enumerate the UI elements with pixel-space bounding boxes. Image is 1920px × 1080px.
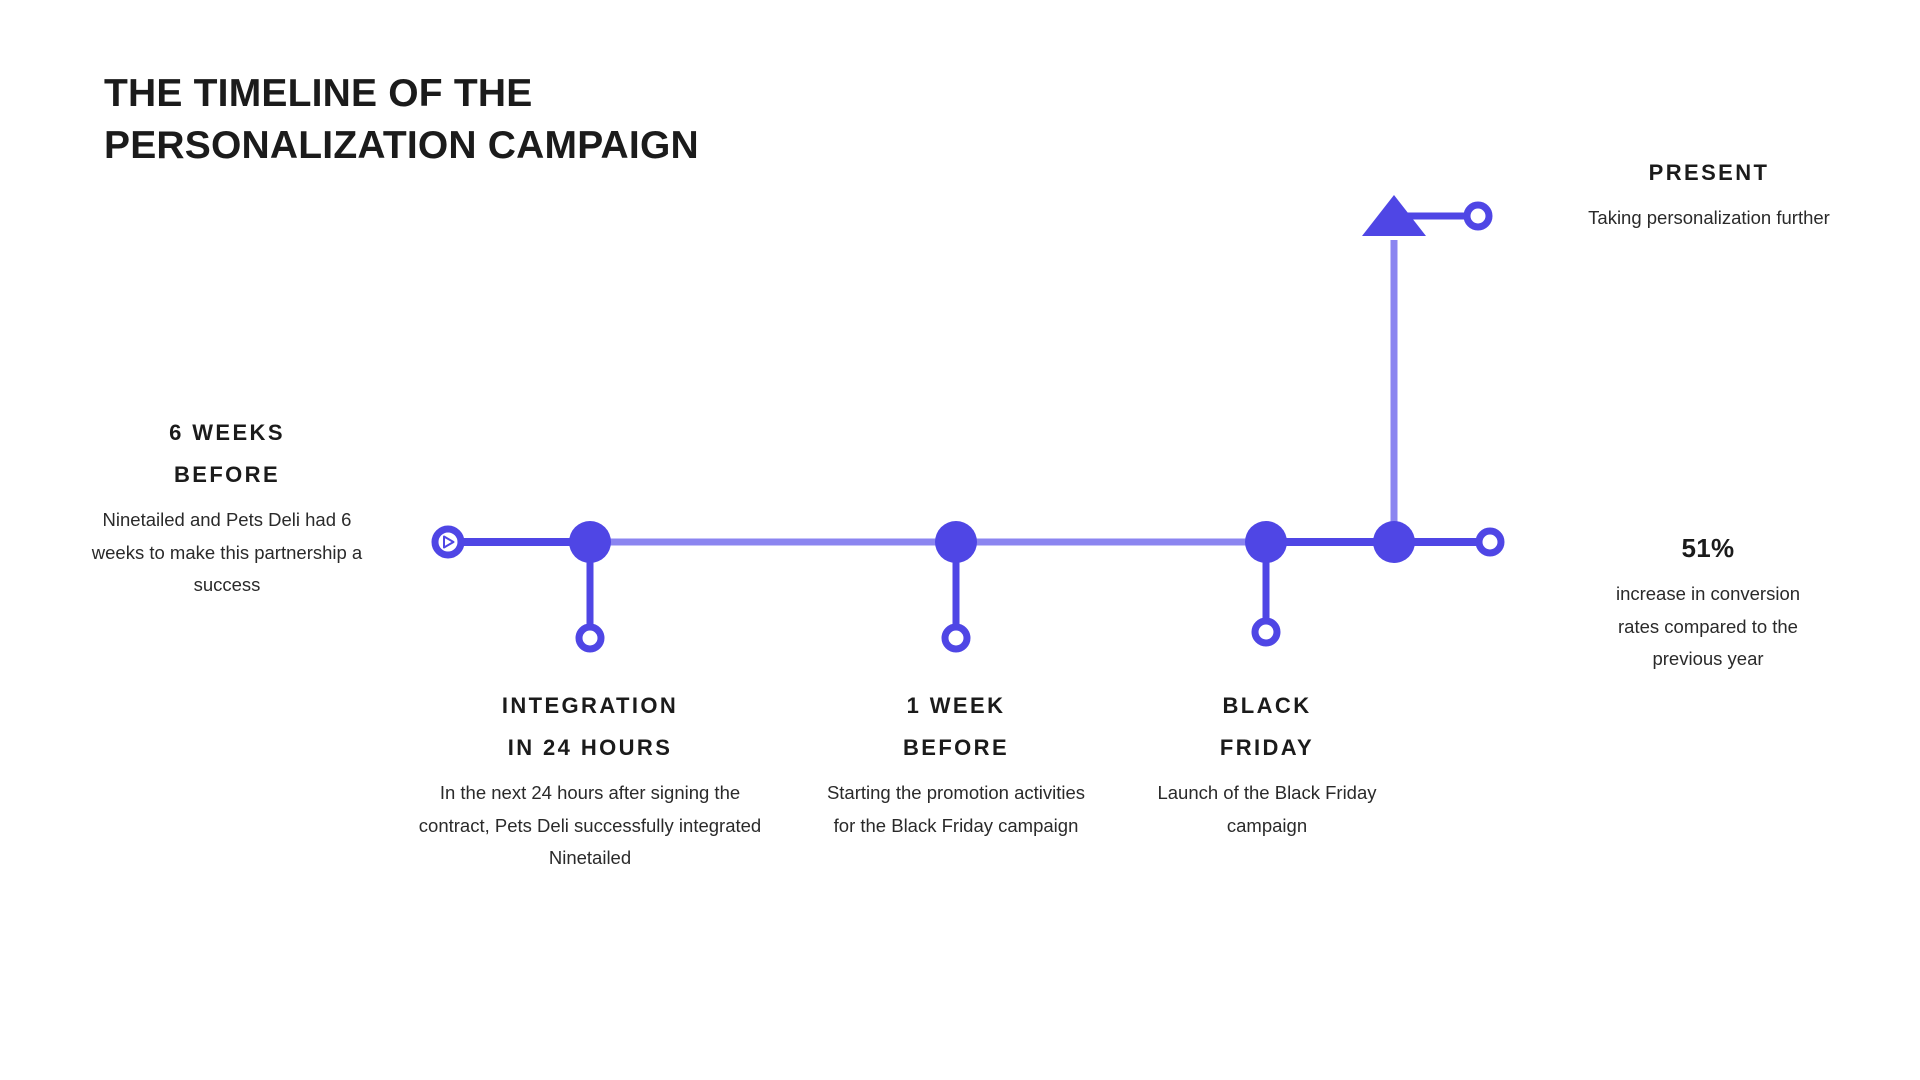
- milestone-heading: 1 WEEK BEFORE: [826, 685, 1086, 769]
- milestone-heading-line-2: FRIDAY: [1219, 734, 1315, 760]
- milestone-heading-line-2: BEFORE: [902, 734, 1010, 760]
- page-title-line-2: PERSONALIZATION CAMPAIGN: [104, 123, 699, 167]
- milestone-heading-line-1: BLACK: [1222, 693, 1312, 718]
- page-title: THE TIMELINE OF THE PERSONALIZATION CAMP…: [104, 68, 924, 172]
- milestone-body: Ninetailed and Pets Deli had 6 weeks to …: [91, 508, 363, 596]
- milestone-heading-line-2: IN 24 HOURS: [507, 734, 673, 760]
- milestone-six-weeks-before: 6 WEEKS BEFORE Ninetailed and Pets Deli …: [78, 412, 376, 602]
- milestone-heading-line-1: INTEGRATION: [501, 693, 679, 718]
- milestone-heading: BLACK FRIDAY: [1140, 685, 1394, 769]
- timeline-node-present[interactable]: [1362, 195, 1493, 563]
- page-title-line-1: THE TIMELINE OF THE: [104, 72, 533, 115]
- milestone-body: Launch of the Black Friday campaign: [1157, 781, 1377, 836]
- stat-block-conversion-increase: 51% increase in conversion rates compare…: [1598, 528, 1818, 676]
- milestone-heading-line-1: 6 WEEKS: [169, 420, 285, 445]
- milestone-present: PRESENT Taking personalization further: [1562, 152, 1856, 235]
- stat-body: increase in conversion rates compared to…: [1615, 582, 1801, 670]
- milestone-heading-line-1: 1 WEEK: [906, 693, 1006, 718]
- milestone-body: Taking personalization further: [1588, 206, 1830, 228]
- milestone-heading: PRESENT: [1562, 152, 1856, 194]
- milestone-body: Starting the promotion activities for th…: [826, 781, 1086, 836]
- timeline-node-black-friday[interactable]: [1245, 521, 1287, 647]
- milestone-black-friday: BLACK FRIDAY Launch of the Black Friday …: [1140, 685, 1394, 842]
- timeline-node-integration[interactable]: [569, 521, 611, 653]
- present-end-node: [1463, 201, 1493, 231]
- milestone-heading: 6 WEEKS BEFORE: [78, 412, 376, 496]
- timeline-end-node[interactable]: [1475, 527, 1505, 557]
- milestone-body: In the next 24 hours after signing the c…: [418, 781, 762, 869]
- timeline-node-one-week[interactable]: [935, 521, 977, 653]
- milestone-heading: INTEGRATION IN 24 HOURS: [415, 685, 765, 769]
- milestone-one-week-before: 1 WEEK BEFORE Starting the promotion act…: [826, 685, 1086, 842]
- stat-value: 51%: [1681, 533, 1735, 563]
- play-circle-icon[interactable]: [431, 525, 465, 559]
- milestone-heading-line-1: PRESENT: [1648, 160, 1770, 185]
- milestone-integration-in-24-hours: INTEGRATION IN 24 HOURS In the next 24 h…: [415, 685, 765, 875]
- milestone-heading-line-2: BEFORE: [173, 461, 281, 487]
